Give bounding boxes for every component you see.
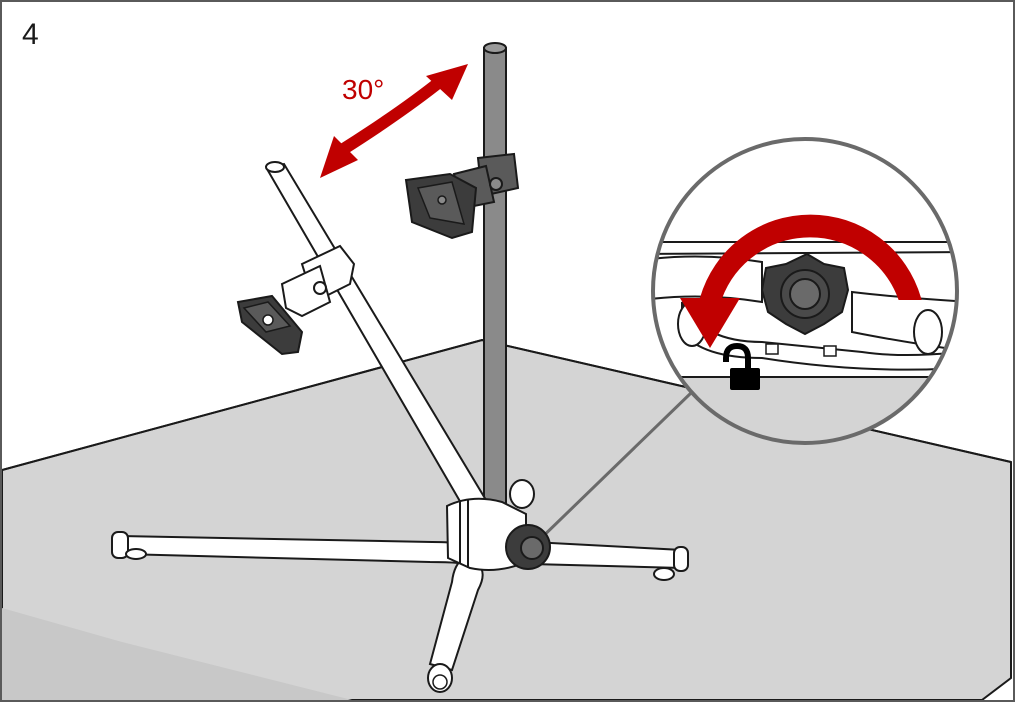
vertical-pole: [483, 47, 507, 519]
rotation-arrow: [320, 64, 468, 178]
detail-turn-arrow-head: [680, 298, 740, 348]
pole-clamp-screw: [489, 177, 503, 191]
leg-foot-front-inner: [432, 674, 448, 690]
rotation-arrow-body: [338, 75, 446, 156]
table-front-edge: [2, 608, 352, 700]
step-number: 4: [22, 18, 39, 51]
vertical-pole-cap: [483, 42, 507, 54]
arm-clamp-screw: [313, 281, 327, 295]
pole-clamp-jaw-screw: [437, 195, 447, 205]
tilted-arm-cap: [265, 161, 285, 173]
rotation-arrow-head-upper: [426, 64, 468, 100]
rotation-angle-label: 30°: [342, 74, 385, 105]
rotation-arrow-head-lower: [320, 136, 358, 178]
callout-leader-line: [530, 390, 694, 549]
detail-turn-arrow: [699, 214, 922, 300]
leg-foot-pad-right: [653, 567, 675, 581]
leg-foot-pad-left: [125, 548, 147, 560]
arm-clamp-assembly: [236, 244, 356, 356]
leg-foot-right: [673, 546, 689, 572]
hub-locking-knob-center: [520, 536, 544, 560]
open-padlock-icon: [723, 342, 760, 390]
detail-knob-center: [789, 278, 821, 310]
leg-foot-left: [111, 531, 129, 559]
pole-clamp-assembly: [404, 152, 520, 240]
arm-clamp-joint: [280, 264, 332, 318]
rear-hub-knob: [509, 479, 535, 509]
arm-clamp-jaw-screw: [262, 314, 274, 326]
